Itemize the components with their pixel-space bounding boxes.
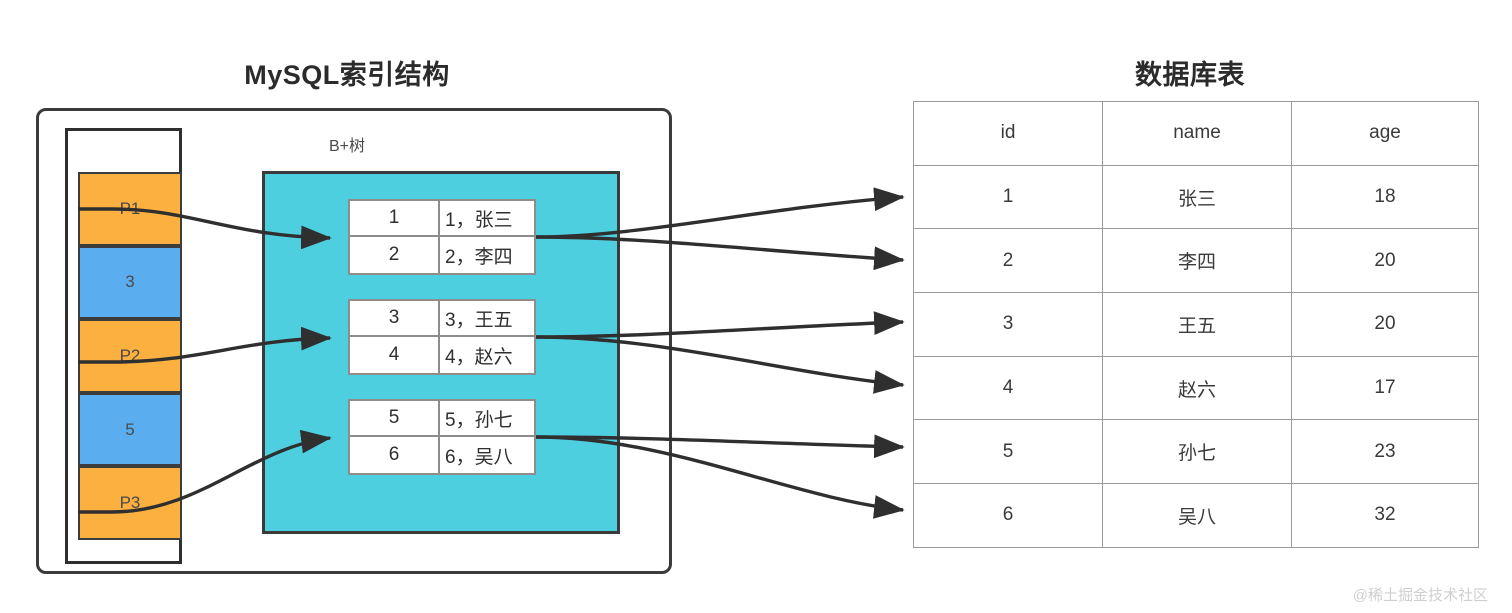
- leaf-key: 5: [350, 401, 440, 435]
- database-table-body: id name age 1 张三 18 2 李四 20 3 王五 20 4 赵六: [913, 101, 1479, 548]
- database-table-title: 数据库表: [1135, 60, 1245, 90]
- root-node: P1 3 P2 5 P3: [78, 172, 182, 540]
- leaf-row: 4 4，赵六: [350, 337, 534, 373]
- leaf-key: 1: [350, 201, 440, 235]
- leaf-row: 2 2，李四: [350, 237, 534, 273]
- table-header-age: age: [1291, 101, 1479, 166]
- root-cell-label: P3: [119, 493, 141, 513]
- leaf-value: 4，赵六: [445, 346, 513, 368]
- cell-id: 4: [913, 355, 1103, 421]
- leaf-key: 3: [350, 301, 440, 335]
- leaf-value: 2，李四: [445, 246, 513, 268]
- root-cell-key-3[interactable]: 3: [78, 245, 182, 320]
- index-structure-title: MySQL索引结构: [244, 60, 450, 90]
- leaf-value: 6，吴八: [445, 446, 513, 468]
- cell-name: 孙七: [1102, 419, 1292, 485]
- cell-age: 20: [1291, 292, 1479, 357]
- root-cell-p3[interactable]: P3: [78, 466, 182, 540]
- leaf-key: 6: [350, 437, 440, 473]
- table-header-name: name: [1102, 101, 1292, 166]
- cell-age: 20: [1291, 228, 1479, 294]
- watermark: @稀土掘金技术社区: [1352, 587, 1488, 604]
- root-cell-label: 3: [125, 272, 135, 292]
- cell-age: 17: [1291, 355, 1479, 421]
- table-row[interactable]: 2 李四 20: [913, 228, 1479, 294]
- cell-id: 5: [913, 419, 1103, 485]
- cell-id: 2: [913, 228, 1103, 294]
- cell-name: 李四: [1102, 228, 1292, 294]
- root-cell-p2[interactable]: P2: [78, 319, 182, 393]
- cell-name: 吴八: [1102, 483, 1292, 548]
- leaf-value: 5，孙七: [445, 409, 513, 431]
- table-row[interactable]: 1 张三 18: [913, 164, 1479, 230]
- leaf-node-1[interactable]: 1 1，张三 2 2，李四: [348, 199, 536, 275]
- table-header-id: id: [913, 101, 1103, 166]
- root-cell-label: P2: [119, 345, 141, 365]
- cell-age: 18: [1291, 164, 1479, 230]
- leaf-value: 1，张三: [445, 209, 513, 231]
- table-row[interactable]: 5 孙七 23: [913, 419, 1479, 485]
- cell-age: 32: [1291, 483, 1479, 548]
- root-cell-label: P1: [119, 198, 141, 218]
- leaf-row: 6 6，吴八: [350, 437, 534, 473]
- leaf-value: 3，王五: [445, 309, 513, 331]
- cell-name: 张三: [1102, 164, 1292, 230]
- table-row[interactable]: 6 吴八 32: [913, 483, 1479, 548]
- table-row[interactable]: 4 赵六 17: [913, 355, 1479, 421]
- database-table: id name age 1 张三 18 2 李四 20 3 王五 20 4 赵六: [913, 101, 1479, 548]
- cell-id: 6: [913, 483, 1103, 548]
- cell-id: 1: [913, 164, 1103, 230]
- leaf-node-3[interactable]: 5 5，孙七 6 6，吴八: [348, 399, 536, 475]
- root-cell-label: 5: [125, 419, 135, 439]
- table-row[interactable]: 3 王五 20: [913, 292, 1479, 357]
- leaf-key: 2: [350, 237, 440, 273]
- root-cell-key-5[interactable]: 5: [78, 392, 182, 467]
- table-header-row: id name age: [913, 101, 1479, 166]
- leaf-row: 5 5，孙七: [350, 401, 534, 437]
- leaf-row: 3 3，王五: [350, 301, 534, 337]
- cell-name: 赵六: [1102, 355, 1292, 421]
- root-cell-p1[interactable]: P1: [78, 172, 182, 246]
- cell-id: 3: [913, 292, 1103, 357]
- leaf-node-2[interactable]: 3 3，王五 4 4，赵六: [348, 299, 536, 375]
- cell-age: 23: [1291, 419, 1479, 485]
- cell-name: 王五: [1102, 292, 1292, 357]
- leaf-key: 4: [350, 337, 440, 373]
- leaf-row: 1 1，张三: [350, 201, 534, 237]
- btree-label: B+树: [328, 138, 366, 155]
